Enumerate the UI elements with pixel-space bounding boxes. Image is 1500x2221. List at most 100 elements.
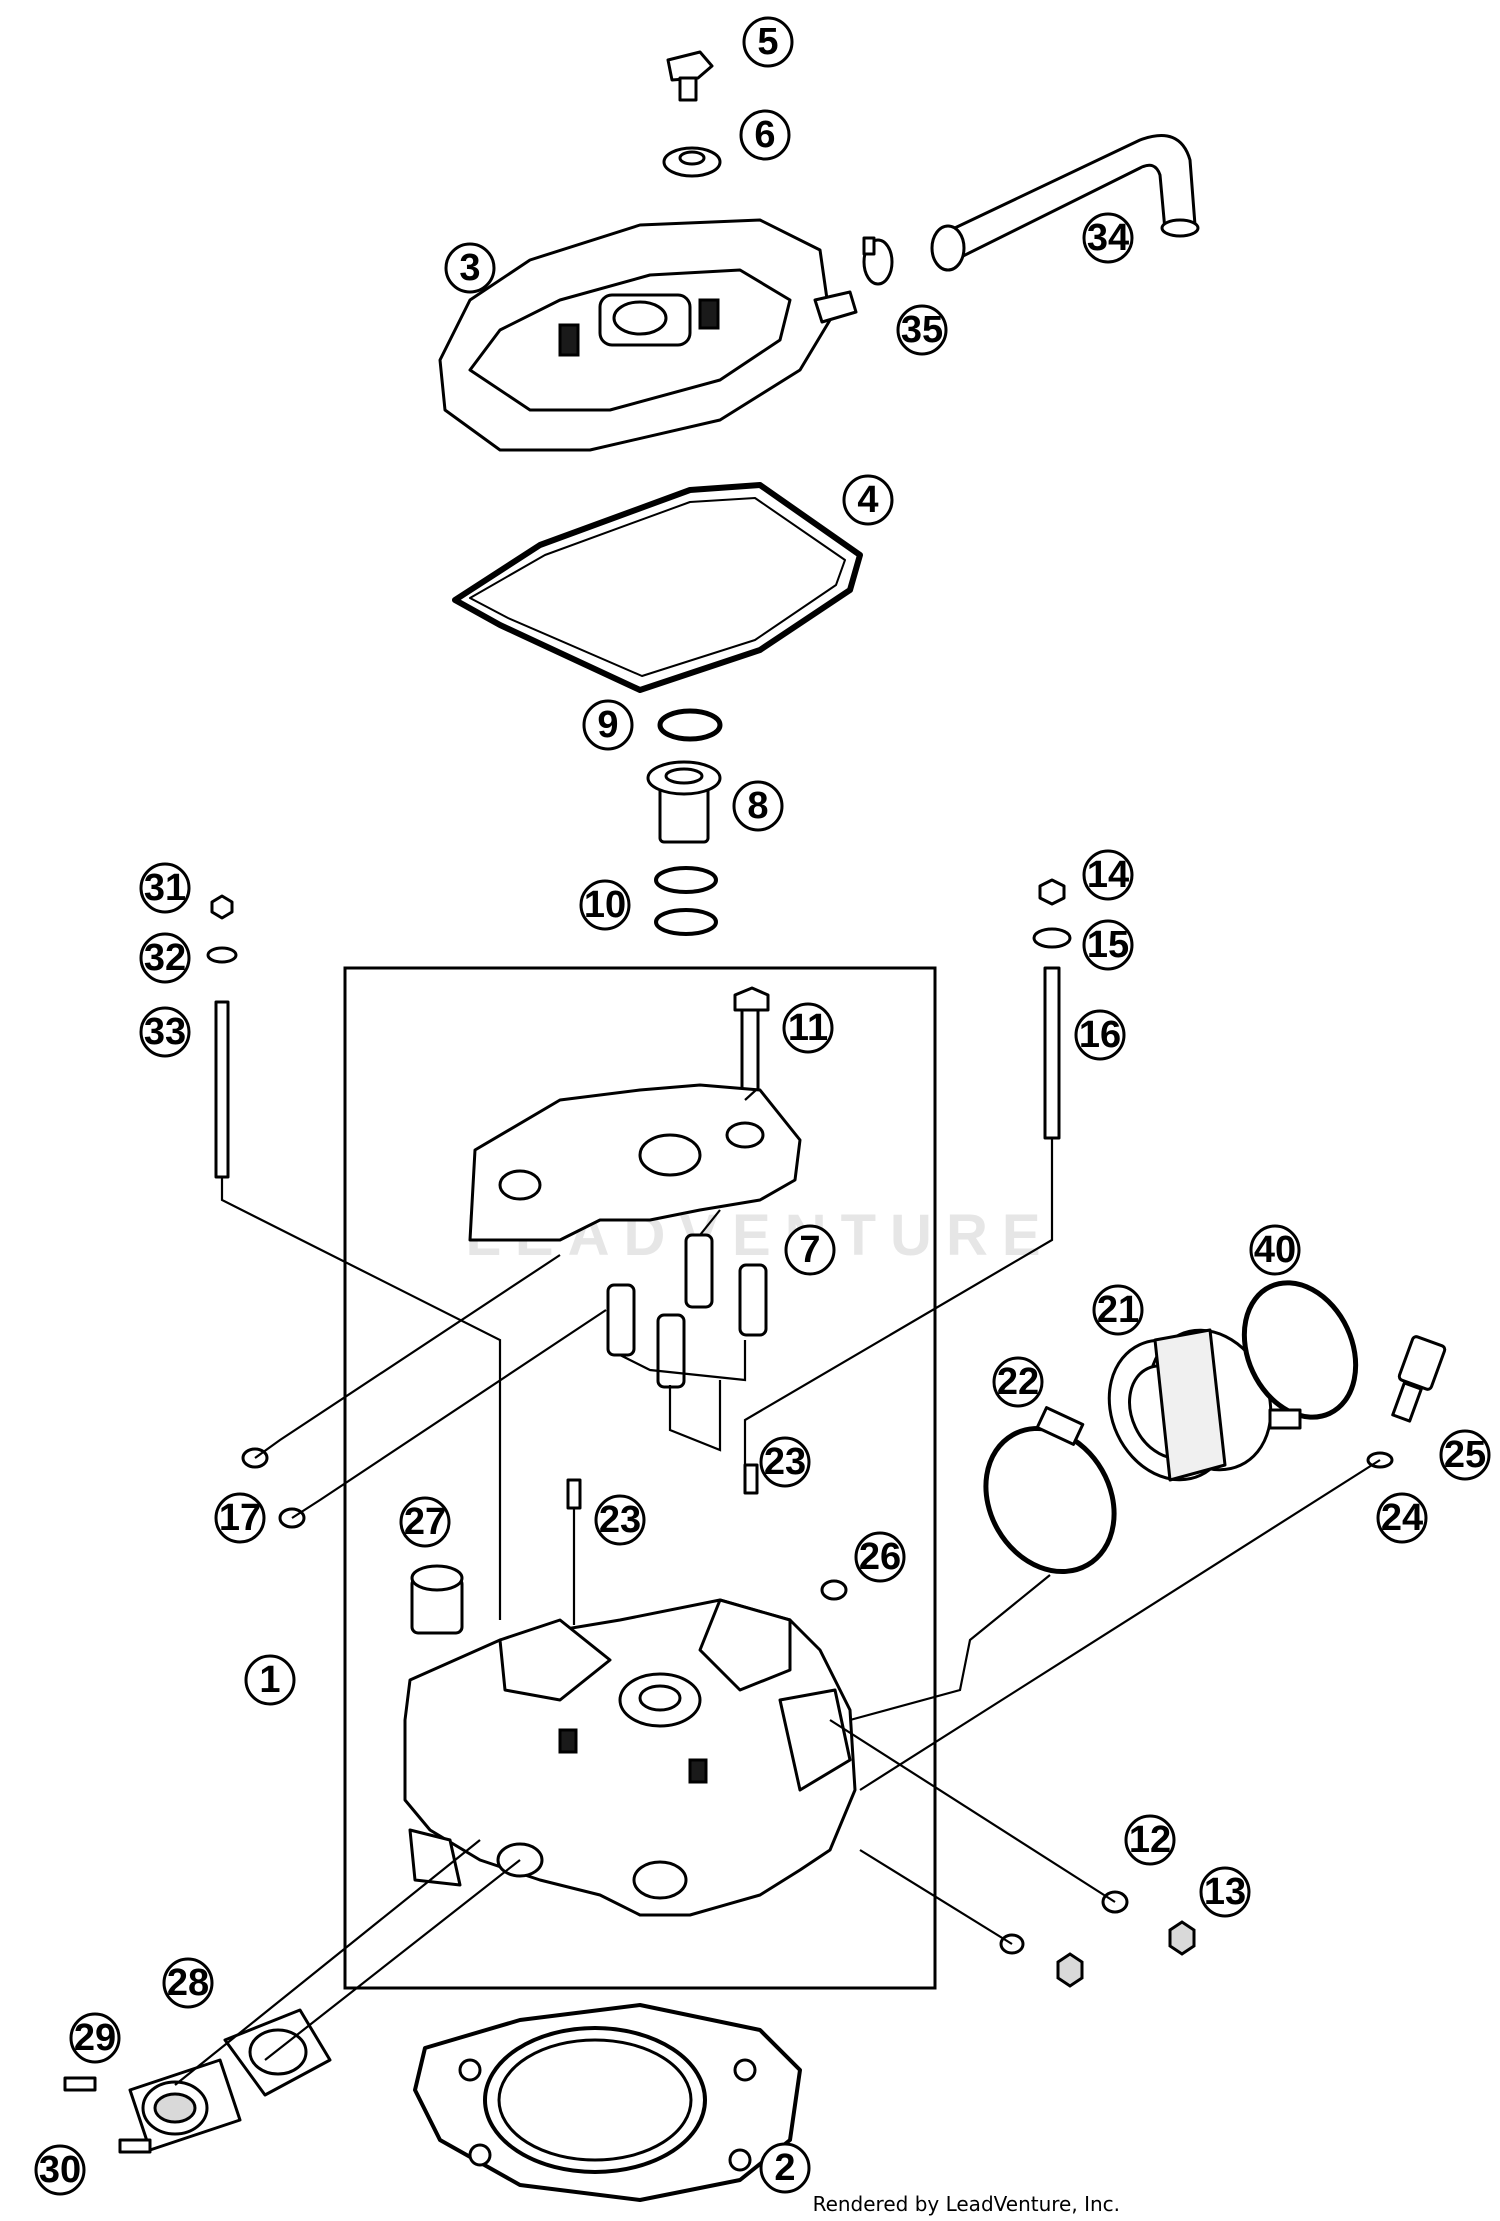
svg-text:17: 17 (219, 1497, 261, 1539)
callout-13: 13 (1199, 1866, 1251, 1918)
svg-text:3: 3 (459, 247, 480, 289)
callout-23-right: 23 (759, 1436, 811, 1488)
camshaft-bearing-bridge (468, 1083, 802, 1242)
svg-text:21: 21 (1097, 1289, 1139, 1331)
callout-5: 5 (742, 16, 794, 68)
svg-text:22: 22 (997, 1361, 1039, 1403)
part-29-exhaust-flange (128, 2058, 242, 2152)
part-4-cover-gasket (452, 482, 863, 693)
part-35-hose-clamp (862, 236, 894, 286)
svg-text:2: 2 (774, 2147, 795, 2189)
svg-text:13: 13 (1204, 1871, 1246, 1913)
part-14-nut (1038, 878, 1066, 906)
part-10-o-rings (654, 866, 718, 936)
part-11-bolt (733, 986, 770, 1092)
callout-32: 32 (139, 932, 191, 984)
svg-text:8: 8 (747, 785, 768, 827)
callout-15: 15 (1082, 919, 1134, 971)
svg-text:5: 5 (757, 21, 778, 63)
callout-40: 40 (1249, 1224, 1301, 1276)
svg-text:34: 34 (1087, 217, 1129, 259)
svg-text:24: 24 (1381, 1497, 1423, 1539)
callout-22: 22 (992, 1356, 1044, 1408)
svg-text:7: 7 (799, 1229, 820, 1271)
svg-text:4: 4 (857, 479, 878, 521)
leader-lines (174, 1089, 1381, 2086)
part-32-washer (206, 946, 238, 964)
callout-26: 26 (854, 1531, 906, 1583)
part-3-valve-cover (438, 218, 858, 452)
callout-33: 33 (139, 1006, 191, 1058)
part-13-nuts (999, 1920, 1196, 1988)
callout-24: 24 (1376, 1492, 1428, 1544)
svg-text:40: 40 (1254, 1229, 1296, 1271)
part-23-dowel-pin-right (743, 1463, 759, 1495)
callout-29: 29 (69, 2012, 121, 2064)
svg-text:9: 9 (597, 704, 618, 746)
callout-34: 34 (1082, 212, 1134, 264)
part-22-clamp (983, 1406, 1117, 1575)
svg-text:27: 27 (404, 1501, 446, 1543)
callout-10: 10 (579, 879, 631, 931)
callout-11: 11 (782, 1002, 834, 1054)
svg-text:26: 26 (859, 1536, 901, 1578)
callout-14: 14 (1082, 849, 1134, 901)
part-6-washer (662, 146, 722, 178)
callout-12: 12 (1124, 1814, 1176, 1866)
svg-text:15: 15 (1087, 924, 1129, 966)
part-31-nut (210, 894, 234, 920)
svg-text:35: 35 (901, 309, 943, 351)
part-7-valve-guides (606, 1233, 768, 1389)
part-23-dowel-pin-left (566, 1478, 582, 1510)
part-34-breather-hose (930, 134, 1200, 272)
callout-30: 30 (34, 2144, 86, 2196)
part-33-stud (214, 1000, 230, 1179)
part-9-o-ring (657, 708, 723, 742)
part-30-bolts (63, 2076, 152, 2154)
part-26-plug (820, 1579, 848, 1601)
part-16-stud (1043, 966, 1061, 1140)
svg-text:6: 6 (754, 114, 775, 156)
svg-text:30: 30 (39, 2149, 81, 2191)
part-27-plug (410, 1564, 464, 1635)
callout-7: 7 (784, 1224, 836, 1276)
callout-21: 21 (1092, 1284, 1144, 1336)
callout-17: 17 (214, 1492, 266, 1544)
callout-8: 8 (732, 780, 784, 832)
part-40-clamp-ring (1241, 1280, 1359, 1430)
svg-text:32: 32 (144, 937, 186, 979)
svg-text:14: 14 (1087, 854, 1129, 896)
callout-25: 25 (1439, 1429, 1491, 1481)
svg-text:23: 23 (599, 1499, 641, 1541)
part-15-washer (1032, 927, 1072, 949)
part-1-cylinder-head (403, 1598, 857, 1917)
rendered-by-credit: Rendered by LeadVenture, Inc. (812, 2192, 1120, 2216)
part-25-temperature-sensor (1391, 1335, 1447, 1423)
callout-16: 16 (1074, 1009, 1126, 1061)
svg-text:16: 16 (1079, 1014, 1121, 1056)
part-8-plug-sleeve (646, 760, 722, 844)
svg-text:1: 1 (259, 1659, 280, 1701)
svg-text:23: 23 (764, 1441, 806, 1483)
callout-3: 3 (444, 242, 496, 294)
callout-27: 27 (399, 1496, 451, 1548)
callout-28: 28 (162, 1957, 214, 2009)
callout-2: 2 (759, 2142, 811, 2194)
svg-text:29: 29 (74, 2017, 116, 2059)
callout-4: 4 (842, 474, 894, 526)
svg-text:33: 33 (144, 1011, 186, 1053)
part-5-bolt (666, 50, 714, 102)
assembly-frame (343, 966, 937, 1990)
svg-text:31: 31 (144, 867, 186, 909)
svg-text:11: 11 (788, 1007, 828, 1049)
part-2-head-gasket (413, 2003, 802, 2202)
callout-23-left: 23 (594, 1494, 646, 1546)
callout-1: 1 (244, 1654, 296, 1706)
svg-text:25: 25 (1444, 1434, 1486, 1476)
svg-text:12: 12 (1129, 1819, 1171, 1861)
part-28-flange-gasket (223, 2008, 332, 2097)
callout-9: 9 (582, 699, 634, 751)
svg-text:28: 28 (167, 1962, 209, 2004)
callout-35: 35 (896, 304, 948, 356)
